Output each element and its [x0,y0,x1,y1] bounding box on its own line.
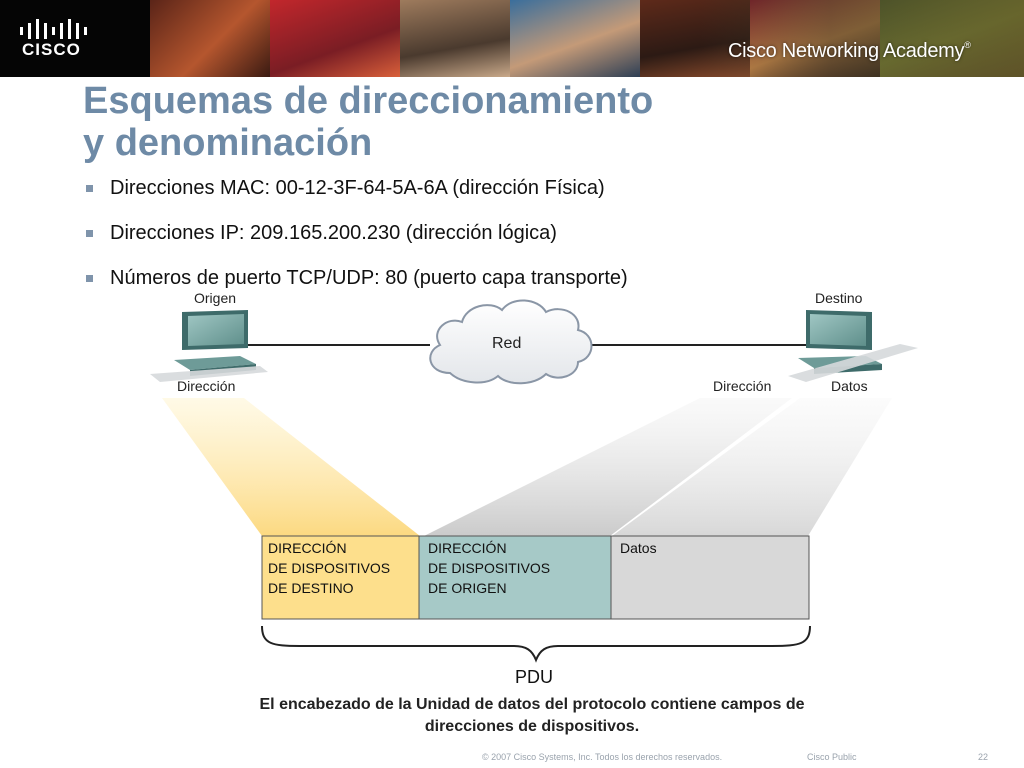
cisco-logo-text: CISCO [22,40,81,59]
pdu-origin-text: DIRECCIÓN DE DISPOSITIVOS DE ORIGEN [428,538,550,598]
bullet-item: Direcciones IP: 209.165.200.230 (direcci… [86,221,806,266]
destination-address-label: Dirección [713,378,772,394]
banner-photo-1 [150,0,270,77]
slide-title: Esquemas de direccionamiento y denominac… [83,80,653,164]
bullet-square-icon [86,275,93,282]
field-line: Datos [620,540,657,556]
field-line: DE DESTINO [268,580,354,596]
bullet-item: Números de puerto TCP/UDP: 80 (puerto ca… [86,266,806,311]
diagram-caption: El encabezado de la Unidad de datos del … [228,694,836,738]
bullet-square-icon [86,230,93,237]
footer-classification: Cisco Public [807,752,857,762]
bullet-text: Direcciones MAC: 00-12-3F-64-5A-6A (dire… [110,177,605,199]
caption-line-2: direcciones de dispositivos. [424,718,640,735]
banner-photo-4 [510,0,640,77]
network-label: Red [492,335,522,352]
field-line: DIRECCIÓN [428,540,507,556]
bullet-item: Direcciones MAC: 00-12-3F-64-5A-6A (dire… [86,176,806,221]
pdu-label: PDU [515,667,554,687]
bullet-text: Direcciones IP: 209.165.200.230 (direcci… [110,222,557,244]
academy-cisco-text: Cisco [728,40,777,62]
origin-address-label: Dirección [177,378,236,394]
pdu-data-text: Datos [620,538,657,558]
pdu-origin-field [418,535,612,620]
destination-address-beam [424,398,792,536]
footer-page-number: 22 [978,752,989,762]
caption-line-1: El encabezado de la Unidad de datos del … [259,696,805,713]
bullet-square-icon [86,185,93,192]
origin-label: Origen [194,290,237,306]
academy-rest-text: Networking Academy [776,40,965,62]
destination-label: Destino [815,290,863,306]
field-line: DE ORIGEN [428,580,507,596]
bullet-list: Direcciones MAC: 00-12-3F-64-5A-6A (dire… [86,176,806,311]
origin-computer-icon [150,310,268,382]
bullet-text: Números de puerto TCP/UDP: 80 (puerto ca… [110,267,628,289]
destination-data-beam [612,398,892,536]
registered-mark: ® [964,40,971,50]
field-line: DE DISPOSITIVOS [268,560,391,576]
field-line: DIRECCIÓN [268,540,347,556]
pdu-data-field [610,535,810,620]
field-line: DE DISPOSITIVOS [428,560,551,576]
logo-area [0,0,150,77]
destination-computer-icon [788,310,918,382]
academy-logo: Cisco Networking Academy® [728,40,971,63]
pdu-destination-text: DIRECCIÓN DE DISPOSITIVOS DE DESTINO [268,538,390,598]
cisco-bridge-icon [20,19,87,39]
footer-copyright: © 2007 Cisco Systems, Inc. Todos los der… [482,752,723,762]
pdu-brace [261,625,811,663]
title-line-1: Esquemas de direccionamiento [83,80,654,122]
banner-photo-2 [270,0,400,77]
destination-data-label: Datos [831,378,868,394]
banner-photo-3 [400,0,510,77]
title-line-2: y denominación [83,122,373,164]
header-banner: CISCO Cisco Networking Academy® [0,0,1024,77]
origin-address-beam [162,398,420,536]
pdu-destination-field [261,535,420,620]
network-cloud-icon [429,299,593,385]
